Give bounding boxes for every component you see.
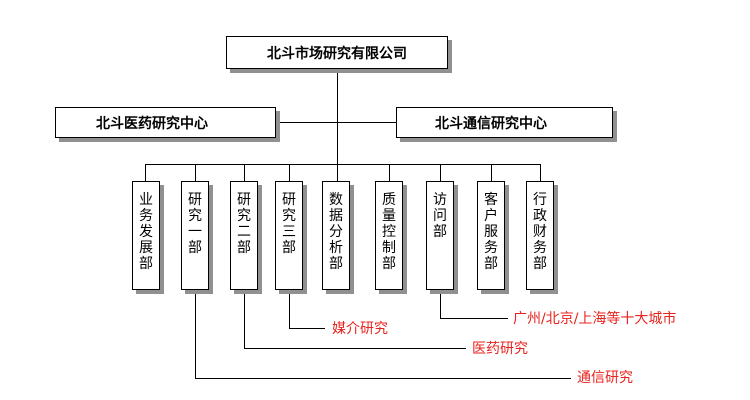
department-name-char: 务 — [139, 208, 153, 224]
branch-line-medical — [244, 290, 466, 349]
department-name: 客户服务部 — [484, 192, 498, 272]
department-name-char: 部 — [282, 240, 296, 256]
department-box-data-analysis: 数据分析部 — [322, 181, 350, 290]
department-box-research-1: 研究一部 — [181, 181, 209, 290]
department-name-char: 数 — [329, 192, 343, 208]
department-name-char: 研 — [188, 192, 202, 208]
department-name: 访问部 — [433, 192, 447, 240]
department-name-char: 行 — [533, 192, 547, 208]
department-box-admin-finance: 行政财务部 — [526, 181, 554, 290]
department-name-char: 分 — [329, 224, 343, 240]
department-name: 业务发展部 — [139, 192, 153, 272]
medical-center-box: 北斗医药研究中心 — [55, 107, 276, 138]
department-name: 质量控制部 — [382, 192, 396, 272]
department-name-char: 访 — [433, 192, 447, 208]
department-name: 研究二部 — [237, 192, 251, 256]
department-name-char: 制 — [382, 240, 396, 256]
department-name-char: 量 — [382, 208, 396, 224]
branch-line-cities — [440, 290, 508, 319]
department-name-char: 研 — [282, 192, 296, 208]
company-name: 北斗市场研究有限公司 — [267, 45, 407, 62]
department-box-customer-service: 客户服务部 — [477, 181, 505, 290]
department-name-char: 部 — [533, 256, 547, 272]
department-name-char: 研 — [237, 192, 251, 208]
department-box-business-development: 业务发展部 — [132, 181, 160, 290]
department-name-char: 业 — [139, 192, 153, 208]
branch-line-media — [289, 290, 325, 329]
department-box-quality-control: 质量控制部 — [375, 181, 403, 290]
department-name-char: 部 — [188, 240, 202, 256]
department-name-char: 部 — [484, 256, 498, 272]
department-name: 数据分析部 — [329, 192, 343, 272]
department-name-char: 发 — [139, 224, 153, 240]
department-name-char: 一 — [188, 224, 202, 240]
department-name-char: 服 — [484, 224, 498, 240]
department-name-char: 三 — [282, 224, 296, 240]
department-name-char: 问 — [433, 208, 447, 224]
department-name-char: 户 — [484, 208, 498, 224]
department-name-char: 部 — [382, 256, 396, 272]
department-box-research-3: 研究三部 — [275, 181, 303, 290]
company-box: 北斗市场研究有限公司 — [226, 36, 448, 69]
department-box-research-2: 研究二部 — [230, 181, 258, 290]
department-name-char: 政 — [533, 208, 547, 224]
department-name-char: 二 — [237, 224, 251, 240]
department-name-char: 客 — [484, 192, 498, 208]
department-name-char: 控 — [382, 224, 396, 240]
branch-label-media: 媒介研究 — [332, 321, 388, 337]
branch-line-telecom — [195, 290, 571, 379]
department-name-char: 部 — [433, 224, 447, 240]
medical-center-name: 北斗医药研究中心 — [96, 115, 208, 132]
department-name-char: 财 — [533, 224, 547, 240]
department-name-char: 究 — [237, 208, 251, 224]
telecom-center-box: 北斗通信研究中心 — [396, 107, 613, 138]
department-name-char: 部 — [139, 256, 153, 272]
department-name-char: 究 — [282, 208, 296, 224]
department-name-char: 据 — [329, 208, 343, 224]
department-box-interview: 访问部 — [426, 181, 454, 290]
branch-label-medical: 医药研究 — [472, 341, 528, 357]
branch-label-telecom: 通信研究 — [577, 370, 633, 386]
department-name-char: 展 — [139, 240, 153, 256]
telecom-center-name: 北斗通信研究中心 — [435, 115, 547, 132]
department-name-char: 务 — [533, 240, 547, 256]
department-name-char: 部 — [237, 240, 251, 256]
department-name-char: 部 — [329, 256, 343, 272]
department-name: 研究三部 — [282, 192, 296, 256]
department-name-char: 究 — [188, 208, 202, 224]
department-name-char: 务 — [484, 240, 498, 256]
department-name-char: 质 — [382, 192, 396, 208]
department-name: 研究一部 — [188, 192, 202, 256]
department-name-char: 析 — [329, 240, 343, 256]
department-name: 行政财务部 — [533, 192, 547, 272]
branch-label-cities: 广州/北京/上海等十大城市 — [513, 311, 677, 327]
